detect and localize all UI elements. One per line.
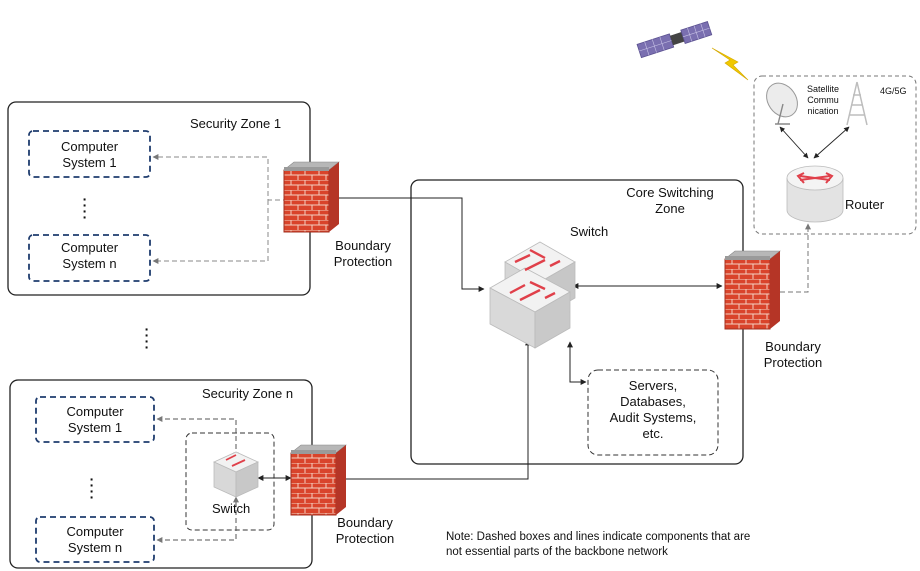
satellite-icon bbox=[636, 20, 713, 59]
computer-system-1-zn-box bbox=[35, 396, 155, 443]
security-zone-n-label: Security Zone n bbox=[202, 386, 294, 401]
switch-icon bbox=[213, 451, 259, 498]
firewall-icon bbox=[283, 161, 340, 233]
ellipsis-vertical: ···· bbox=[89, 471, 95, 505]
link-core-switch-to-servers bbox=[567, 341, 587, 385]
cellular-label: 4G/5G bbox=[880, 86, 907, 96]
ellipsis-vertical: ···· bbox=[144, 321, 150, 355]
link-fw1-to-cs1 bbox=[152, 154, 288, 201]
diagram-note: Note: Dashed boxes and lines indicate co… bbox=[446, 531, 751, 558]
switch-icon bbox=[489, 241, 576, 349]
link-csn-zn-to-switch bbox=[156, 496, 239, 543]
satellite-dish-icon bbox=[766, 82, 798, 125]
lightning-icon bbox=[711, 47, 749, 81]
computer-system-n-z1-box bbox=[28, 234, 151, 282]
servers-label: Servers,Databases, Audit Systems,etc. bbox=[609, 378, 697, 441]
firewall-icon bbox=[724, 250, 781, 330]
external-comm-zone-box bbox=[753, 75, 917, 235]
link-router-to-tower bbox=[813, 126, 850, 159]
link-router-to-dish bbox=[779, 126, 809, 159]
computer-system-n-zn-box bbox=[35, 516, 155, 563]
router-label: Router bbox=[845, 197, 885, 212]
zone-n-switch-label: Switch bbox=[212, 501, 251, 516]
link-fwn-to-core-switch bbox=[316, 339, 531, 482]
router-icon bbox=[786, 165, 844, 223]
link-cs1-zn-to-switch bbox=[156, 416, 239, 459]
core-switching-zone-label: Core Switching Zone bbox=[626, 185, 714, 216]
link-fw-right-to-router bbox=[771, 223, 811, 295]
cell-tower-icon bbox=[846, 81, 868, 126]
computer-system-1-z1-box bbox=[28, 130, 151, 178]
core-switch-label: Switch bbox=[570, 224, 609, 239]
firewall-icon bbox=[290, 444, 347, 516]
link-fw1-to-core-switch bbox=[332, 195, 485, 292]
security-zone-1-label: Security Zone 1 bbox=[190, 116, 282, 131]
link-fw1-to-csn bbox=[152, 200, 269, 264]
servers-box bbox=[587, 369, 719, 456]
ellipsis-vertical: ···· bbox=[82, 191, 88, 225]
